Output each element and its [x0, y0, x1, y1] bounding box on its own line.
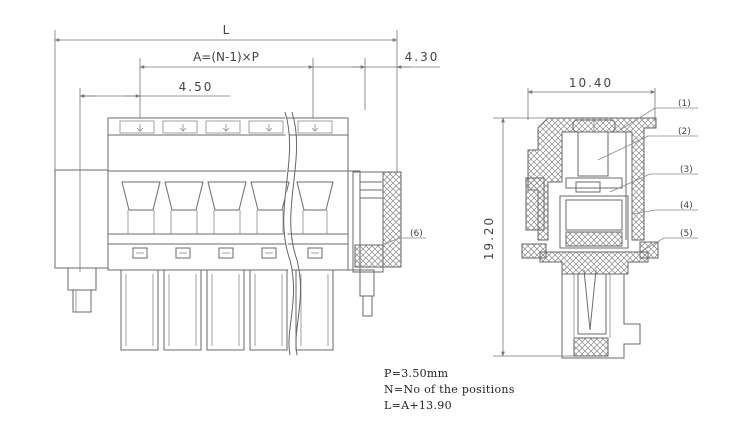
side-view: 10.40 19.20: [482, 76, 698, 359]
callout-6: (6): [410, 229, 423, 239]
dim-l-label: L: [223, 23, 230, 37]
callout-3: (3): [680, 165, 693, 175]
dim-side-height-label: 19.20: [482, 216, 496, 260]
dim-pin-offset-label: 4.50: [179, 80, 214, 94]
note-length: L=A+13.90: [384, 399, 452, 412]
dim-side-width-label: 10.40: [569, 76, 613, 90]
note-positions: N=No of the positions: [384, 383, 515, 396]
callout-1: (1): [678, 99, 691, 109]
callout-5: (5): [680, 229, 693, 239]
dim-offset-right-label: 4.30: [405, 50, 440, 64]
note-pitch: P=3.50mm: [384, 367, 449, 380]
callout-4: (4): [680, 201, 693, 211]
dim-pitch-label: A=(N-1)×P: [193, 50, 259, 64]
notes-block: P=3.50mm N=No of the positions L=A+13.90: [384, 366, 515, 414]
front-view: L A=(N-1)×P 4.30 4.50: [54, 23, 440, 356]
callout-2: (2): [678, 127, 691, 137]
